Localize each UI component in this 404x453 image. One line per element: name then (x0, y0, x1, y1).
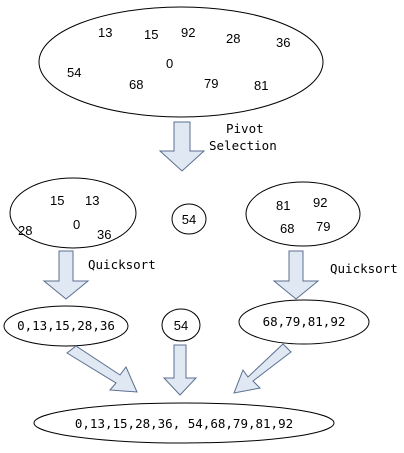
top-set-item: 79 (204, 76, 218, 91)
left-quicksort-label: Quicksort (88, 257, 156, 272)
pivot-selection-arrow (158, 121, 206, 172)
top-set-item: 13 (98, 25, 112, 40)
left-set-item: 0 (73, 217, 80, 232)
left-set-item: 13 (85, 193, 99, 208)
pivot-value: 54 (182, 212, 196, 227)
left-set-item: 36 (97, 227, 111, 242)
top-set-item: 92 (181, 25, 195, 40)
sorted-middle-oval (161, 308, 201, 342)
top-set-item: 28 (226, 31, 240, 46)
merge-left-arrow (66, 345, 138, 393)
right-set-item: 92 (313, 195, 327, 210)
top-set-item: 81 (254, 78, 268, 93)
sorted-left-oval (3, 305, 129, 347)
unsorted-set-oval (38, 6, 324, 118)
pivot-oval (171, 203, 207, 235)
right-set-item: 81 (276, 198, 290, 213)
pivot-label-line2: Selection (209, 138, 277, 153)
right-quicksort-label: Quicksort (330, 261, 398, 276)
final-result-oval (33, 402, 335, 444)
sorted-right-oval (238, 299, 370, 345)
sorted-middle-value: 54 (174, 318, 188, 333)
left-partition-oval (9, 177, 137, 249)
left-set-item: 28 (18, 223, 32, 238)
top-set-item: 36 (276, 35, 290, 50)
top-set-item: 54 (67, 65, 81, 80)
final-result-values: 0,13,15,28,36, 54,68,79,81,92 (75, 416, 293, 431)
left-set-item: 15 (50, 193, 64, 208)
merge-right-arrow (233, 343, 292, 394)
right-set-item: 79 (316, 219, 330, 234)
right-partition-oval (245, 181, 361, 247)
sorted-left-values: 0,13,15,28,36 (17, 318, 115, 333)
right-quicksort-arrow (272, 250, 320, 300)
top-set-item: 0 (166, 56, 173, 71)
pivot-label-line1: Pivot (226, 121, 264, 136)
top-set-item: 68 (129, 77, 143, 92)
top-set-item: 15 (144, 27, 158, 42)
left-quicksort-arrow (42, 250, 90, 300)
sorted-right-values: 68,79,81,92 (263, 314, 346, 329)
right-set-item: 68 (280, 221, 294, 236)
merge-middle-arrow (162, 344, 198, 396)
